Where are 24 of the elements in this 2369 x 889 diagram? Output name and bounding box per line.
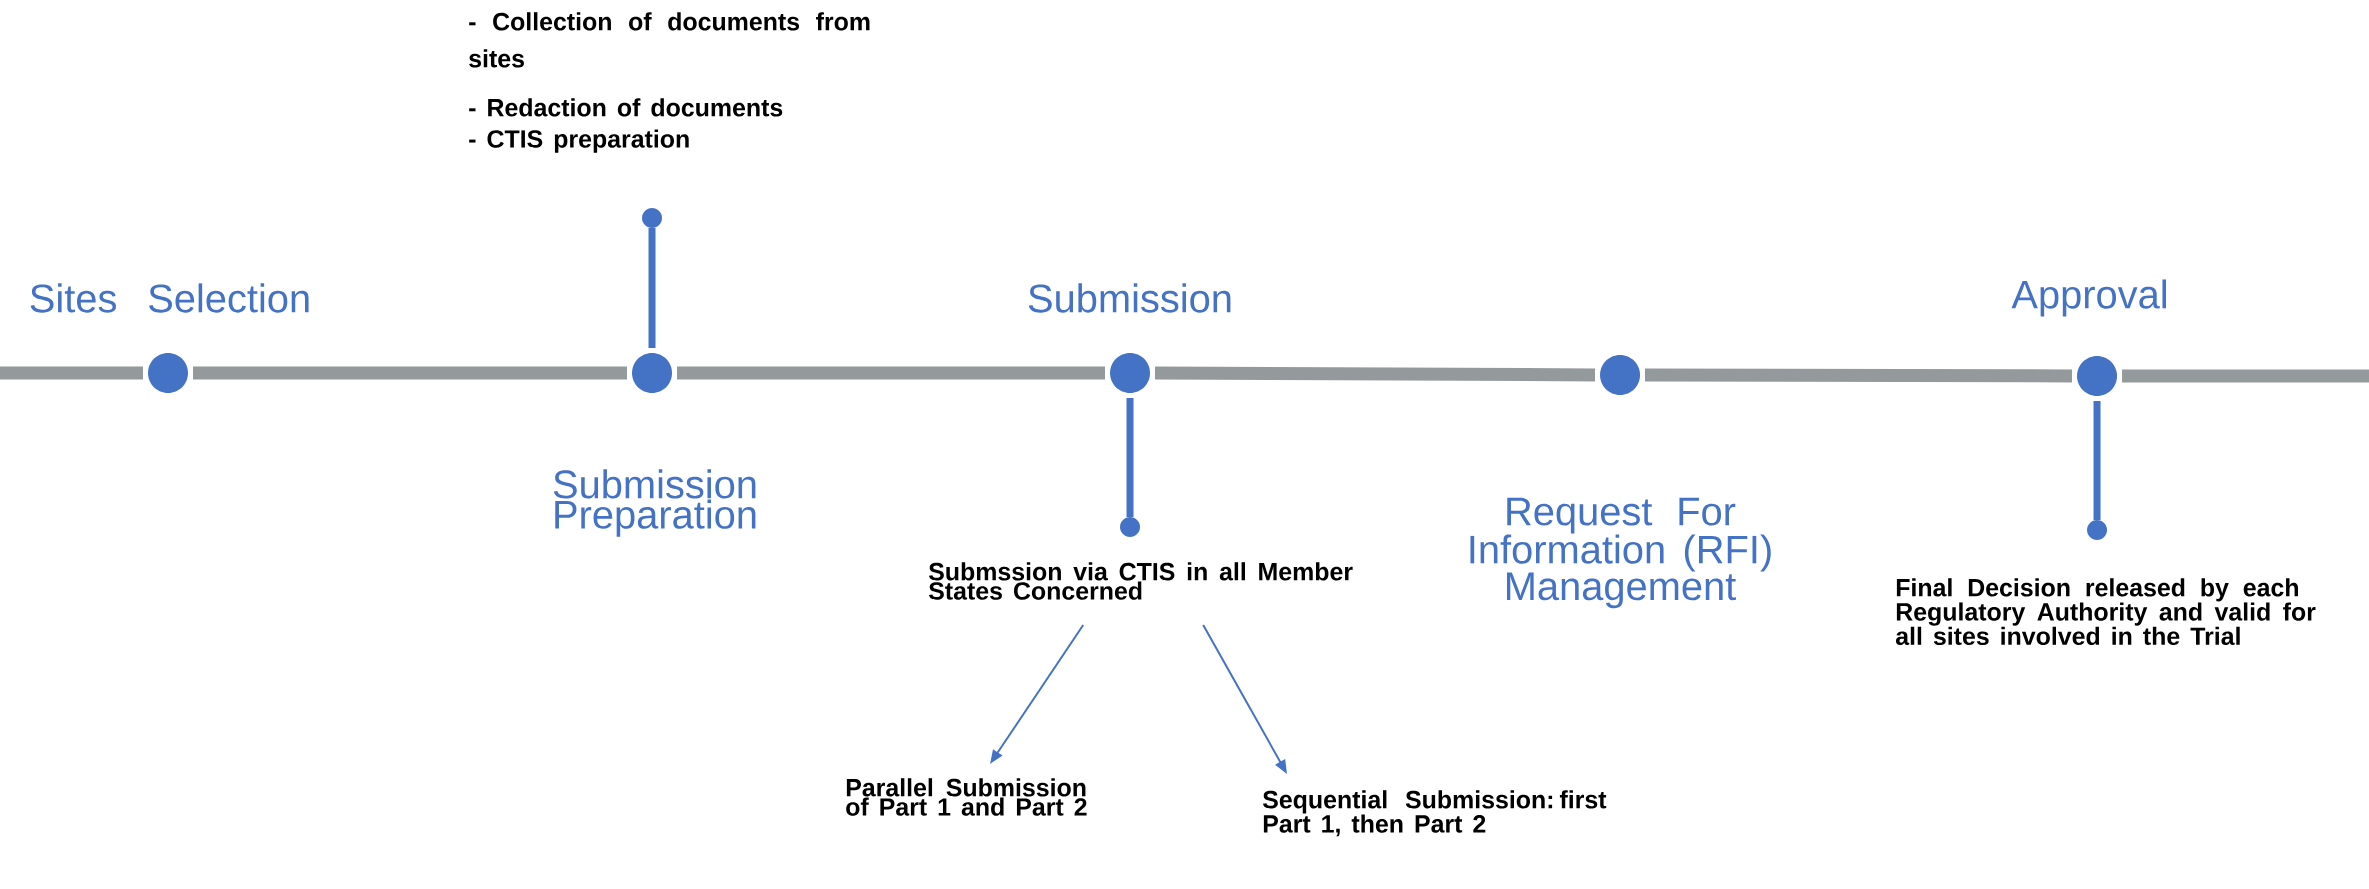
stage-label: Request For Information (RFI) Management [1470,497,1771,609]
note-text: Final Decision released by each Regulatory Authority and valid for all sites involved in the Trial [1895,578,2316,646]
note-text: Parallel Submission of Part 1 and Part 2 [846,778,1087,816]
end-dot [2087,520,2108,540]
stage-label: Approval [2011,279,2166,317]
end-dot [1120,517,1140,537]
timeline-segment [0,366,143,380]
stage-label: Submission [1028,283,1231,313]
note-text: Sequential Submission: first Part 1, then Part 2 [1262,790,1607,837]
stage-label: Submission Preparation [553,469,756,537]
stage-label: Sites Selection [30,283,309,313]
note-text: - Collection of documents from sites - Redaction of documents - CTIS preparation [469,12,870,153]
timeline-dot [2077,356,2118,396]
timeline-segment [2122,369,2369,383]
timeline-dot [148,353,188,393]
timeline-dot [632,353,672,393]
end-dot [642,208,662,228]
timeline-segment [193,366,627,380]
note-text: Submssion via CTIS in all Member States Concerned [928,562,1353,600]
timeline-dot [1600,355,1640,395]
timeline-segment [1155,366,1596,382]
timeline-segment [677,366,1105,380]
timeline-dot [1110,353,1150,393]
timeline-segment [1645,368,2073,383]
